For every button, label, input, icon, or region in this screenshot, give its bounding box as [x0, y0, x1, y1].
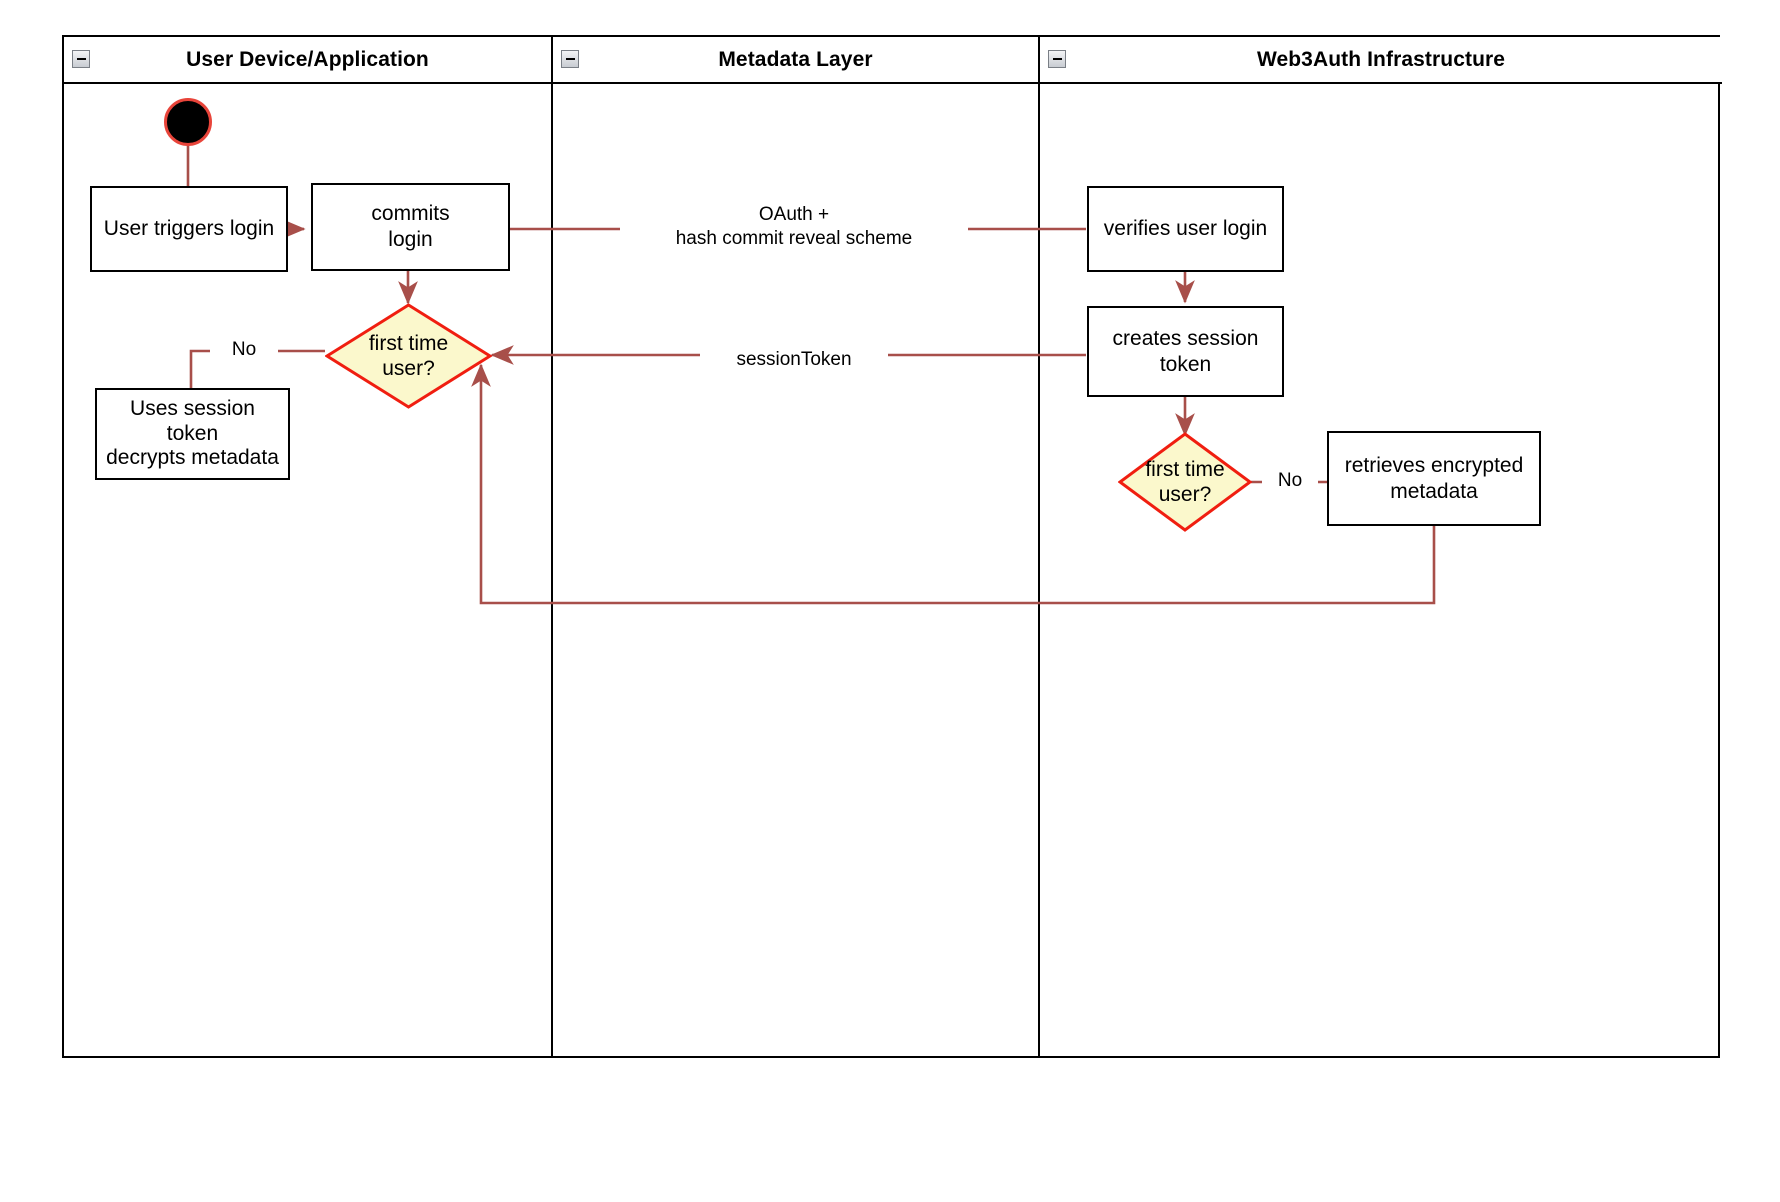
- node-commits-login[interactable]: commits login: [311, 183, 510, 271]
- collapse-minus-icon[interactable]: [72, 50, 90, 68]
- node-user-triggers-login[interactable]: User triggers login: [90, 186, 288, 272]
- lane-user-device[interactable]: User Device/Application: [64, 37, 551, 1056]
- node-first-time-user-client[interactable]: first time user?: [325, 303, 492, 409]
- lane-web3auth[interactable]: Web3Auth Infrastructure: [1038, 37, 1722, 1056]
- collapse-minus-icon[interactable]: [1048, 50, 1066, 68]
- lane-header-user-device: User Device/Application: [64, 37, 551, 84]
- node-retrieves-encrypted-metadata[interactable]: retrieves encrypted metadata: [1327, 431, 1541, 526]
- edge-label-no-server: No: [1262, 469, 1318, 493]
- node-verifies-user-login[interactable]: verifies user login: [1087, 186, 1284, 272]
- lane-title-user-device: User Device/Application: [186, 47, 429, 71]
- edge-label-session-token: sessionToken: [700, 348, 888, 372]
- lane-header-metadata-layer: Metadata Layer: [553, 37, 1038, 84]
- lane-header-web3auth: Web3Auth Infrastructure: [1040, 37, 1722, 84]
- lane-title-metadata-layer: Metadata Layer: [718, 47, 873, 71]
- node-first-time-user-server[interactable]: first time user?: [1118, 432, 1252, 532]
- edge-label-no-client: No: [210, 338, 278, 362]
- lane-title-web3auth: Web3Auth Infrastructure: [1256, 47, 1506, 71]
- node-uses-session-token[interactable]: Uses session token decrypts metadata: [95, 388, 290, 480]
- collapse-minus-icon[interactable]: [561, 50, 579, 68]
- initial-node: [164, 98, 212, 146]
- edge-label-oauth-hash-commit: OAuth + hash commit reveal scheme: [620, 203, 968, 251]
- node-creates-session-token[interactable]: creates session token: [1087, 306, 1284, 397]
- lane-metadata-layer[interactable]: Metadata Layer: [551, 37, 1038, 1056]
